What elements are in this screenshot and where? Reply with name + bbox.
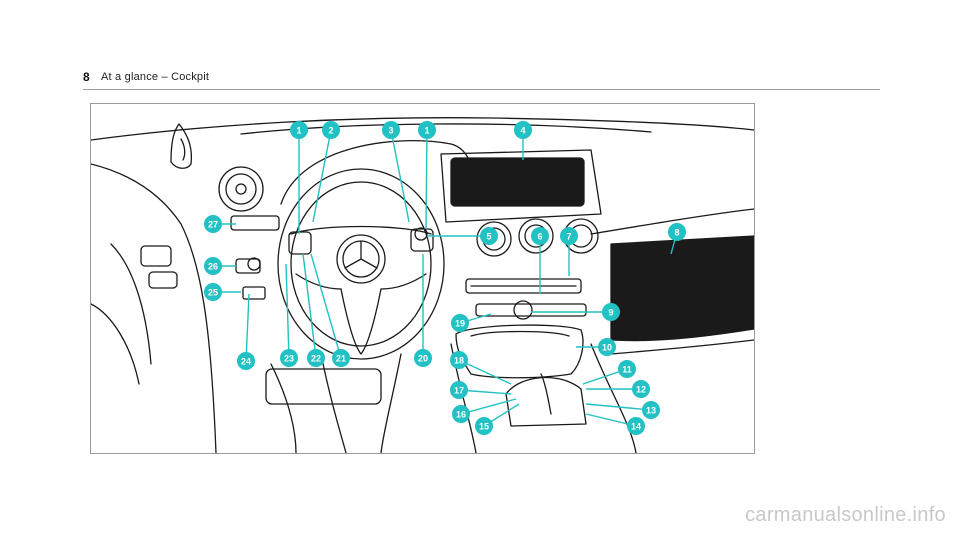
svg-text:21: 21: [336, 354, 346, 364]
callout-22: 22: [307, 349, 325, 367]
svg-text:25: 25: [208, 288, 218, 298]
svg-text:20: 20: [418, 354, 428, 364]
callout-2: 2: [322, 121, 340, 139]
callout-4: 4: [514, 121, 532, 139]
svg-text:8: 8: [674, 228, 679, 238]
svg-text:2: 2: [328, 126, 333, 136]
svg-text:1: 1: [424, 126, 429, 136]
svg-text:27: 27: [208, 220, 218, 230]
callout-20: 20: [414, 349, 432, 367]
svg-text:6: 6: [537, 232, 542, 242]
callout-25: 25: [204, 283, 222, 301]
svg-text:1: 1: [296, 126, 301, 136]
svg-text:16: 16: [456, 410, 466, 420]
svg-text:15: 15: [479, 422, 489, 432]
svg-text:4: 4: [520, 126, 525, 136]
callout-27: 27: [204, 215, 222, 233]
svg-text:14: 14: [631, 422, 641, 432]
svg-text:5: 5: [486, 232, 491, 242]
cockpit-drawing: 1 2 3 1 4 5 6 7 8 9 10 11 12 13 14 15 16…: [91, 117, 754, 453]
callout-14: 14: [627, 417, 645, 435]
cockpit-illustration: 1 2 3 1 4 5 6 7 8 9 10 11 12 13 14 15 16…: [90, 103, 755, 454]
callout-13: 13: [642, 401, 660, 419]
callout-11: 11: [618, 360, 636, 378]
callout-1b: 1: [418, 121, 436, 139]
callout-8: 8: [668, 223, 686, 241]
svg-text:9: 9: [608, 308, 613, 318]
watermark: carmanualsonline.info: [745, 504, 946, 526]
callout-6: 6: [531, 227, 549, 245]
svg-text:10: 10: [602, 343, 612, 353]
callout-26: 26: [204, 257, 222, 275]
callout-24: 24: [237, 352, 255, 370]
callout-12: 12: [632, 380, 650, 398]
callout-7: 7: [560, 227, 578, 245]
svg-text:11: 11: [622, 365, 632, 375]
callout-19: 19: [451, 314, 469, 332]
page-number: 8: [83, 70, 90, 84]
callout-23: 23: [280, 349, 298, 367]
page-header: 8 At a glance – Cockpit: [83, 70, 880, 92]
callout-10: 10: [598, 338, 616, 356]
callout-21: 21: [332, 349, 350, 367]
svg-text:7: 7: [566, 232, 571, 242]
callout-1a: 1: [290, 121, 308, 139]
svg-text:19: 19: [455, 319, 465, 329]
svg-text:23: 23: [284, 354, 294, 364]
svg-text:24: 24: [241, 357, 251, 367]
svg-text:22: 22: [311, 354, 321, 364]
callouts: 1 2 3 1 4 5 6 7 8 9 10 11 12 13 14 15 16…: [204, 121, 686, 435]
svg-text:12: 12: [636, 385, 646, 395]
callout-3: 3: [382, 121, 400, 139]
callout-18: 18: [450, 351, 468, 369]
svg-text:18: 18: [454, 356, 464, 366]
callout-15: 15: [475, 417, 493, 435]
callout-16: 16: [452, 405, 470, 423]
section-title: At a glance – Cockpit: [101, 71, 210, 83]
svg-text:26: 26: [208, 262, 218, 272]
callout-5: 5: [480, 227, 498, 245]
callout-17: 17: [450, 381, 468, 399]
svg-text:3: 3: [388, 126, 393, 136]
callout-9: 9: [602, 303, 620, 321]
svg-text:13: 13: [646, 406, 656, 416]
svg-text:17: 17: [454, 386, 464, 396]
header-rule: [83, 89, 880, 90]
